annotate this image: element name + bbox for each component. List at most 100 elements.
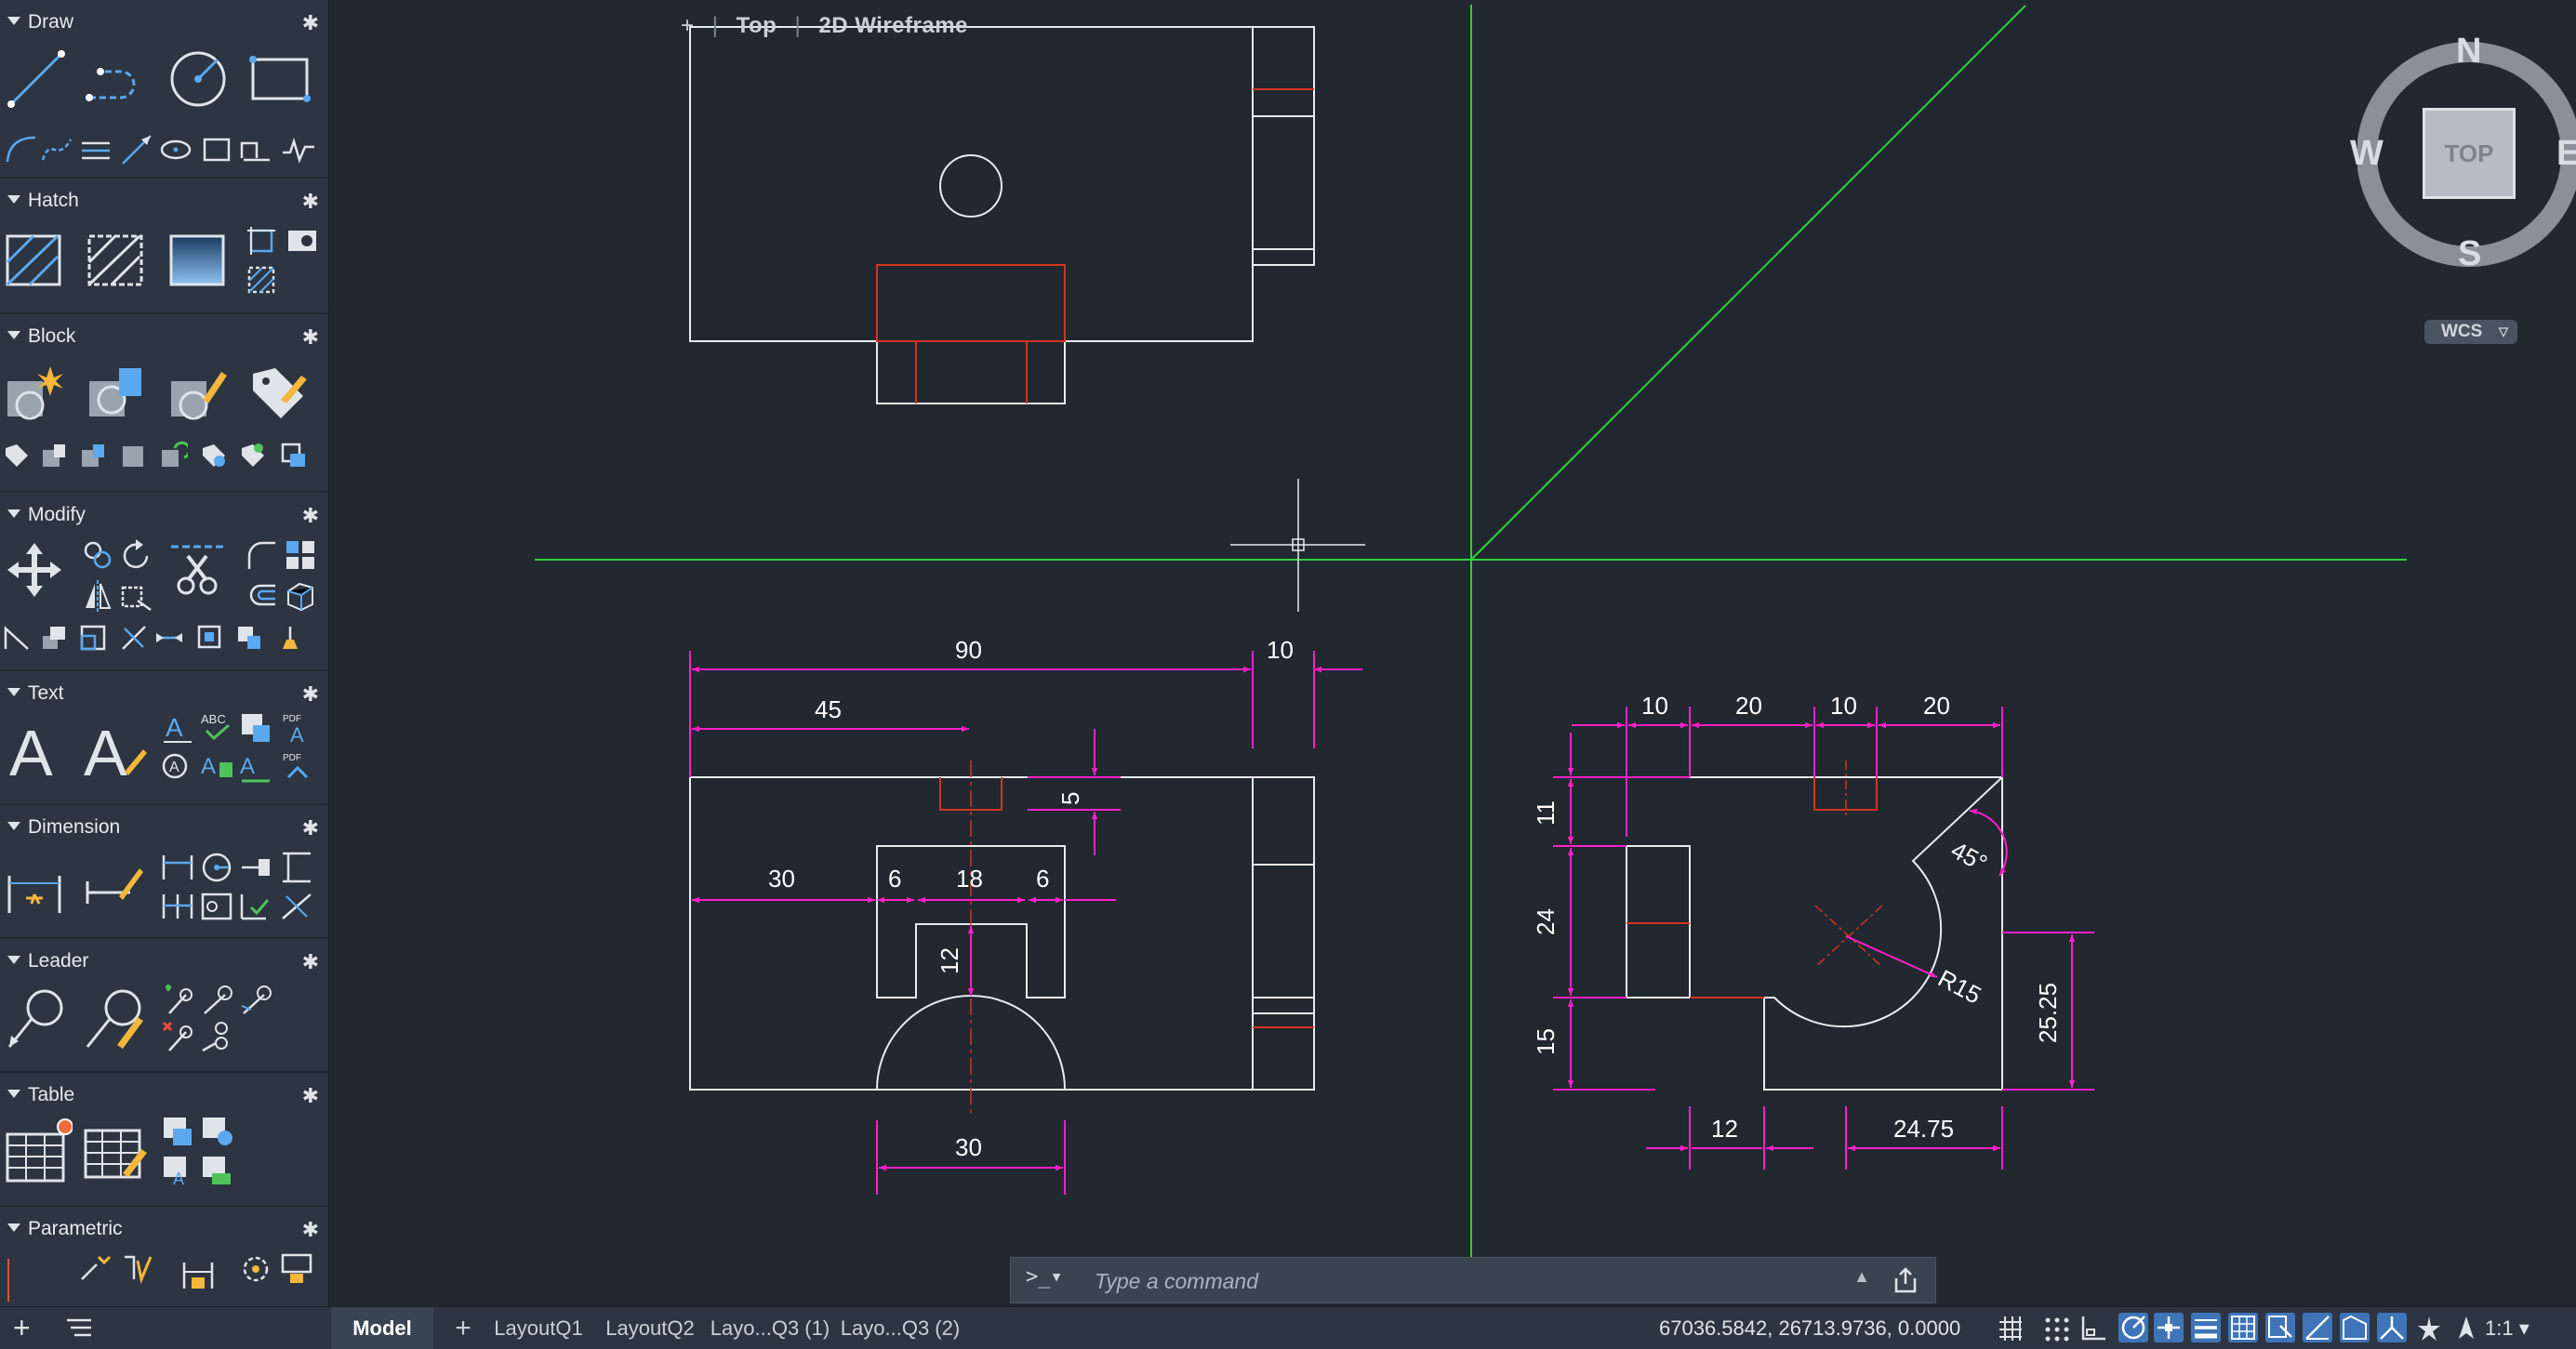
snap-icon[interactable]: [2042, 1313, 2072, 1342]
update-dimension-icon[interactable]: [238, 889, 273, 924]
section-title[interactable]: Draw: [7, 11, 73, 33]
region-tool-icon[interactable]: [238, 132, 273, 167]
join-tool-icon[interactable]: [154, 623, 184, 653]
section-title[interactable]: Modify: [7, 504, 86, 526]
gear-icon[interactable]: ✱: [301, 190, 319, 213]
command-prompt-icon[interactable]: >_▾: [1026, 1265, 1063, 1289]
tab-model[interactable]: Model: [331, 1307, 433, 1349]
annotation-visibility-icon[interactable]: [2414, 1313, 2444, 1342]
3d-osnap-icon[interactable]: [2303, 1313, 2332, 1342]
view-name-button[interactable]: Top: [736, 13, 777, 38]
gear-icon[interactable]: ✱: [301, 504, 319, 527]
compass-east[interactable]: E: [2556, 134, 2576, 173]
coordinates-readout[interactable]: 67036.5842, 26713.9736, 0.0000: [1659, 1316, 1961, 1340]
dynamic-input-icon[interactable]: [2377, 1313, 2407, 1342]
block-save-icon[interactable]: [78, 441, 108, 470]
multileader-icon[interactable]: [4, 985, 65, 1054]
section-title[interactable]: Dimension: [7, 816, 120, 839]
continue-dimension-icon[interactable]: [160, 889, 195, 924]
scale-text-icon[interactable]: A: [199, 749, 234, 785]
gradient-hatch-tool-icon[interactable]: [86, 231, 145, 290]
share-icon[interactable]: [1891, 1265, 1920, 1295]
tab-layoutq1[interactable]: LayoutQ1: [494, 1316, 583, 1340]
dimensional-constraint-icon[interactable]: [180, 1257, 216, 1292]
edit-polyline-icon[interactable]: [195, 623, 225, 653]
tab-layout-q3-2[interactable]: Layo...Q3 (2): [840, 1316, 961, 1340]
section-title[interactable]: Parametric: [7, 1218, 123, 1240]
spline-tool-icon[interactable]: [39, 132, 74, 167]
draw-order-icon[interactable]: [234, 623, 264, 653]
ray-tool-icon[interactable]: [119, 132, 154, 167]
compass-north[interactable]: N: [2456, 32, 2482, 71]
selection-cycling-icon[interactable]: [2265, 1313, 2295, 1342]
rotate-tool-icon[interactable]: [119, 537, 154, 573]
gear-icon[interactable]: ✱: [301, 682, 319, 706]
ortho-icon[interactable]: [2078, 1313, 2107, 1342]
block-sync-icon[interactable]: [158, 441, 192, 470]
tab-add[interactable]: +: [455, 1313, 471, 1343]
revcloud-tool-icon[interactable]: [281, 132, 316, 167]
leader-style-icon[interactable]: [238, 982, 273, 1017]
extract-data-icon[interactable]: A: [160, 1153, 195, 1188]
gear-icon[interactable]: ✱: [301, 11, 319, 34]
viewcube[interactable]: N S W E TOP WCS▽: [2350, 32, 2576, 344]
pdf-import-icon[interactable]: PDF: [279, 749, 314, 785]
polygon-tool-icon[interactable]: [199, 132, 234, 167]
transparency-icon[interactable]: [2228, 1313, 2258, 1342]
purge-brush-icon[interactable]: [275, 623, 305, 653]
section-title[interactable]: Block: [7, 325, 75, 348]
baseline-dimension-icon[interactable]: [279, 850, 314, 885]
block-write-icon[interactable]: [119, 441, 149, 470]
linear-dimension-icon[interactable]: [160, 850, 195, 885]
edit-table-icon[interactable]: [82, 1118, 151, 1186]
show-constraints-icon[interactable]: [238, 1251, 273, 1287]
compass-south[interactable]: S: [2458, 234, 2482, 273]
infer-constraints-icon[interactable]: [119, 1251, 154, 1287]
ordinate-dimension-icon[interactable]: [238, 850, 273, 885]
section-title[interactable]: Table: [7, 1084, 74, 1106]
create-block-icon[interactable]: [4, 363, 65, 424]
move-tool-icon[interactable]: [4, 539, 65, 601]
arc-tool-icon[interactable]: [4, 132, 39, 167]
justify-text-icon[interactable]: A: [238, 749, 273, 785]
edit-block-icon[interactable]: [167, 363, 229, 424]
single-line-text-icon[interactable]: A: [82, 716, 151, 789]
attribute-define-icon[interactable]: [2, 441, 32, 470]
tab-layoutq2[interactable]: LayoutQ2: [605, 1316, 695, 1340]
block-table-icon[interactable]: [279, 441, 309, 470]
spell-check-icon[interactable]: ABC: [199, 710, 234, 746]
gear-icon[interactable]: ✱: [301, 1218, 319, 1241]
text-edit-icon[interactable]: A: [160, 749, 195, 785]
dynamic-ucs-icon[interactable]: [2340, 1313, 2370, 1342]
hatch-tool-icon[interactable]: [4, 231, 63, 290]
ucs-dropdown[interactable]: WCS▽: [2424, 320, 2517, 344]
tolerance-icon[interactable]: [199, 889, 234, 924]
compass-ring[interactable]: [2357, 35, 2576, 277]
radius-dimension-icon[interactable]: [199, 850, 234, 885]
grid-icon[interactable]: [1996, 1313, 2025, 1342]
section-title[interactable]: Text: [7, 682, 64, 705]
oblique-dimension-icon[interactable]: [279, 889, 314, 924]
gear-icon[interactable]: ✱: [301, 1084, 319, 1107]
superhatch-tool-icon[interactable]: [244, 262, 279, 298]
fillet-tool-icon[interactable]: [244, 537, 279, 573]
model-viewport[interactable]: 90 10 45 5 30 6 18 6 12 30 10 20 10 20 1…: [329, 0, 2576, 1306]
trim-tool-icon[interactable]: [167, 537, 229, 599]
array-tool-icon[interactable]: [283, 537, 318, 573]
command-history-icon[interactable]: ▲: [1853, 1267, 1870, 1286]
gear-icon[interactable]: ✱: [301, 325, 319, 349]
section-title[interactable]: Leader: [7, 950, 88, 972]
tab-layout-q3-1[interactable]: Layo...Q3 (1): [710, 1316, 830, 1340]
remove-leader-icon[interactable]: [160, 1019, 195, 1054]
object-snap-tracking-icon[interactable]: [2154, 1313, 2184, 1342]
collect-leader-icon[interactable]: [199, 1019, 234, 1054]
viewport-menu-button[interactable]: +: [681, 13, 695, 38]
line-tool-icon[interactable]: [4, 46, 69, 112]
edit-leader-icon[interactable]: [82, 985, 147, 1054]
table-export-icon[interactable]: [199, 1153, 234, 1188]
visual-style-button[interactable]: 2D Wireframe: [818, 13, 968, 38]
3d-box-icon[interactable]: [283, 578, 318, 614]
command-input[interactable]: [1093, 1265, 1831, 1297]
wipeout-tool-icon[interactable]: [285, 223, 320, 258]
circle-tool-icon[interactable]: [166, 46, 231, 112]
